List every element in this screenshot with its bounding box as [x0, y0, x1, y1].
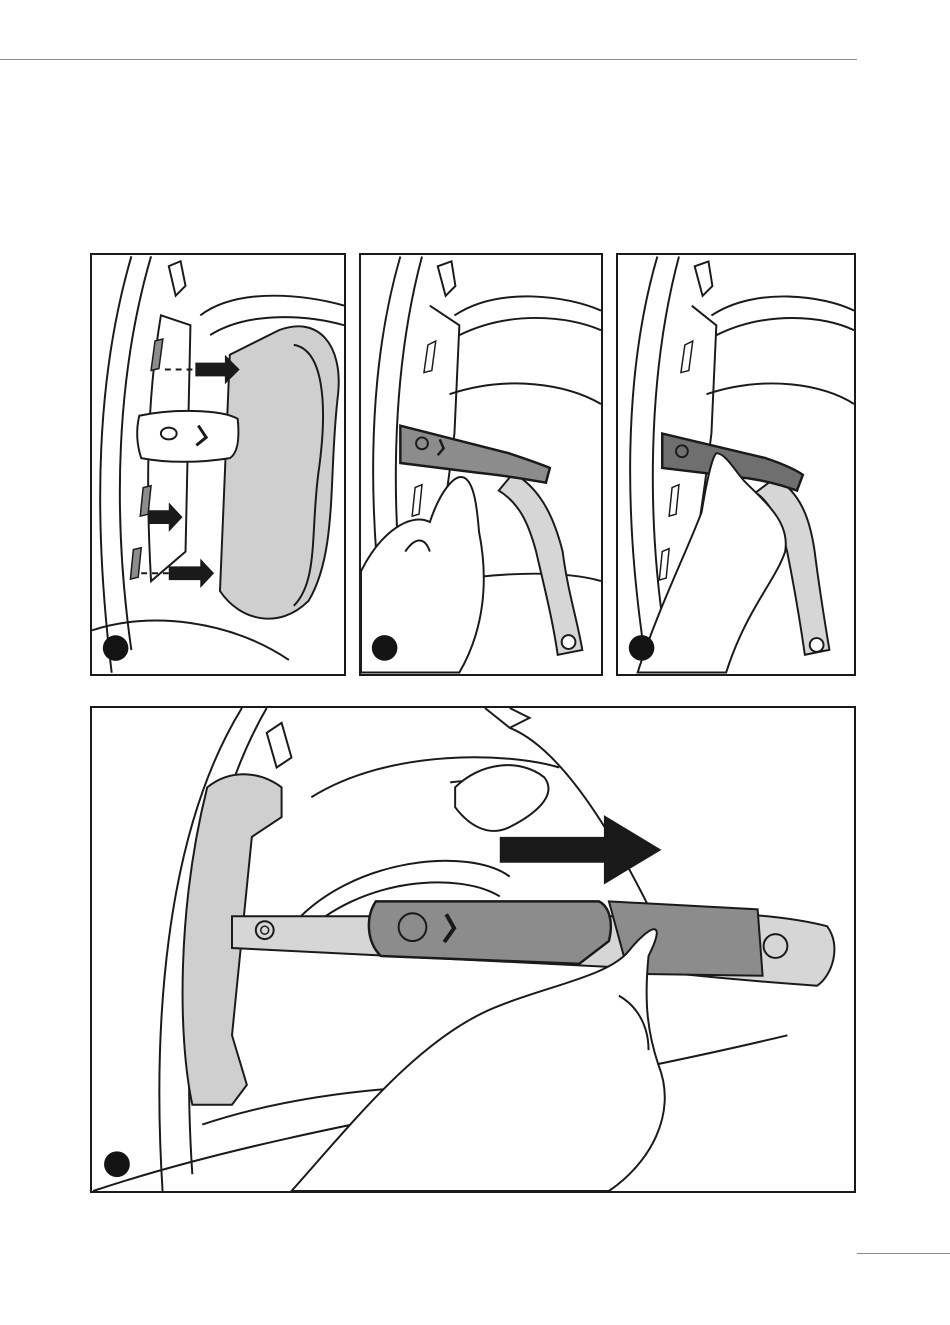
hand — [292, 929, 665, 1191]
pull-arrow-icon — [500, 815, 662, 884]
hand-holding-chin-strap-illustration — [361, 255, 601, 674]
hand-fastening-strap-illustration — [618, 255, 854, 674]
step-marker-4 — [104, 1151, 130, 1177]
illustration-panel-2 — [359, 253, 603, 676]
hand-pulling-strap-arrow-illustration — [92, 708, 854, 1191]
chin-strap-light — [499, 473, 583, 655]
illustration-panel-3 — [616, 253, 856, 676]
illustration-panel-4 — [90, 706, 856, 1193]
pad-tab — [137, 411, 238, 462]
step-marker-3 — [629, 635, 655, 661]
helmet-cheek-pad-insert-illustration — [92, 255, 344, 674]
illustration-panel-1 — [90, 253, 346, 676]
top-rule — [0, 59, 857, 60]
step-marker-2 — [372, 635, 398, 661]
step-marker-1 — [103, 635, 129, 661]
bottom-rule — [857, 1253, 950, 1254]
face-pad — [455, 765, 548, 831]
chin-strap-dark — [400, 426, 550, 483]
